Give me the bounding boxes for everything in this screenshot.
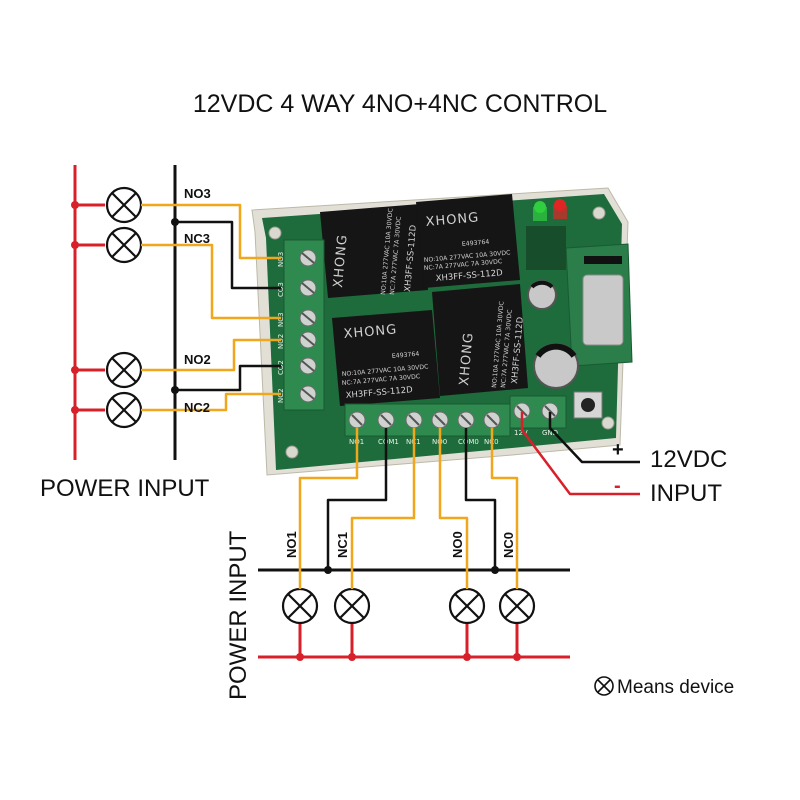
wire-label-nc2: NC2 [184, 400, 210, 415]
terminal-label-gnd: GND [542, 429, 558, 437]
wire-label-nc0: NC0 [501, 532, 516, 558]
wire-label-no3: NO3 [184, 186, 211, 201]
wire-label-no0: NO0 [450, 531, 465, 558]
device-lamp-nc3 [105, 226, 143, 264]
device-lamp-no0 [448, 587, 486, 625]
capacitor-large [533, 343, 579, 389]
device-lamp-nc2 [105, 391, 143, 429]
minus-sign: - [614, 475, 621, 497]
terminal-label-nc3: NC3 [277, 312, 285, 327]
diagram-title: 12VDC 4 WAY 4NO+4NC CONTROL [193, 90, 607, 118]
terminal-label-com1: COM1 [378, 438, 399, 446]
terminal-label-no3: NO3 [277, 252, 285, 267]
wires-bottom [298, 428, 519, 589]
relay-4: XHONG NO:10A 277VAC 10A 30VDC NC:7A 277V… [432, 284, 528, 396]
device-lamp-no1 [281, 587, 319, 625]
device-legend: Means device [594, 676, 734, 698]
terminal-no2: NO2 [277, 331, 317, 349]
terminal-com0: COM0 [457, 411, 479, 446]
terminal-nc3: NC3 [277, 309, 317, 327]
wire-label-no2: NO2 [184, 352, 211, 367]
bottom-power-input-label: POWER INPUT [225, 530, 252, 700]
plus-sign: + [612, 439, 624, 461]
terminal-label-12v: 12V [514, 429, 528, 437]
rf-receiver-module [526, 226, 633, 367]
terminal-nc2: NC2 [277, 385, 317, 403]
supply-voltage-label: 12VDC [650, 446, 727, 473]
legend-text: Means device [617, 677, 734, 698]
terminal-label-no2: NO2 [277, 334, 285, 349]
relay-2-cert: E493764 [462, 239, 490, 248]
supply-input-label: INPUT [650, 480, 722, 507]
wire-label-no1: NO1 [284, 531, 299, 558]
left-power-input-label: POWER INPUT [40, 475, 210, 502]
terminal-label-co2: CO2 [277, 360, 285, 375]
terminal-co3: CO3 [277, 279, 317, 297]
device-lamp-nc1 [333, 587, 371, 625]
capacitor-small [527, 280, 557, 310]
wire-label-nc3: NC3 [184, 231, 210, 246]
wire-label-nc1: NC1 [335, 532, 350, 558]
terminal-label-co3: CO3 [277, 282, 285, 297]
relay-3-cert: E493764 [392, 351, 420, 360]
terminal-label-com0: COM0 [458, 438, 479, 446]
wires-left [141, 203, 281, 412]
terminal-label-nc2: NC2 [277, 388, 285, 403]
relay-2-brand: XHONG [425, 210, 480, 230]
relay-3: XHONG E493764 NO:10A 277VAC 10A 30VDC NC… [332, 310, 440, 406]
device-lamp-no2 [105, 351, 143, 389]
terminal-co2: CO2 [277, 357, 317, 375]
relay-1-brand: XHONG [331, 234, 351, 289]
terminal-no3: NO3 [277, 249, 317, 267]
wires-supply [520, 412, 640, 496]
relay-2: XHONG E493764 NO:10A 277VAC 10A 30VDC NC… [416, 194, 520, 288]
relay-1: XHONG NO:10A 277VAC 10A 30VDC NC:7A 277V… [320, 204, 428, 298]
learn-button [573, 391, 603, 419]
device-lamp-no3 [105, 186, 143, 224]
status-leds [533, 199, 567, 221]
device-symbol-icon [594, 676, 614, 696]
device-lamp-nc0 [498, 587, 536, 625]
relay-3-brand: XHONG [343, 322, 398, 342]
terminal-12v: 12V [513, 402, 531, 437]
terminal-com1: COM1 [377, 411, 399, 446]
relay-4-brand: XHONG [457, 332, 477, 387]
